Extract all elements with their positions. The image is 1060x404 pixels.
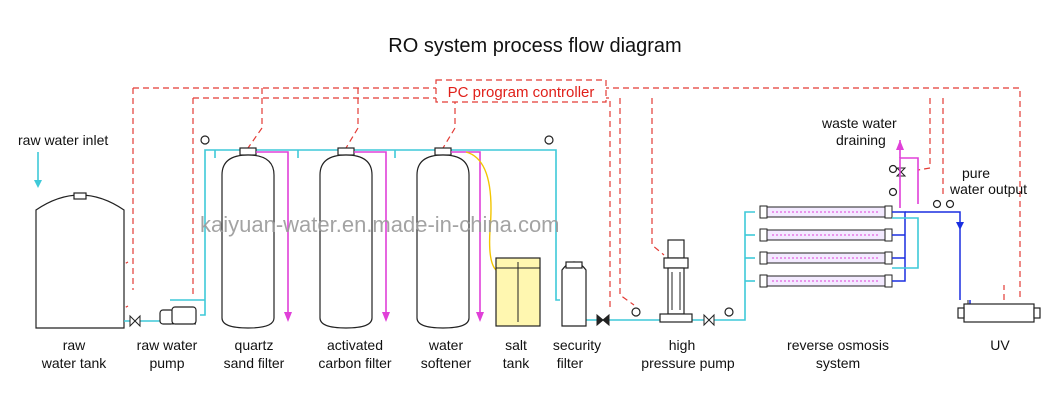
quartz-label-2: sand filter (224, 355, 285, 371)
gauge-icon (888, 187, 898, 197)
raw-water-pump (159, 306, 197, 325)
raw-pump-label-2: pump (149, 355, 184, 371)
pure-water-label-1: pure (962, 165, 990, 181)
security-filter (561, 261, 587, 327)
component-labels: raw water tank raw water pump quartz san… (41, 337, 1011, 371)
salt-label-2: tank (503, 355, 530, 371)
raw-water-inlet-label: raw water inlet (18, 132, 108, 148)
security-label-1: security (553, 337, 601, 353)
pc-program-controller: PC program controller (435, 79, 607, 103)
hp-pump-label-1: high (669, 337, 695, 353)
valves (129, 167, 907, 328)
diagram-title: RO system process flow diagram (388, 35, 681, 57)
raw-tank-label-2: water tank (41, 355, 108, 371)
raw-tank-label-1: raw (63, 337, 86, 353)
uv-sterilizer (957, 300, 1041, 323)
valve-icon (596, 313, 610, 327)
quartz-sand-filter (221, 147, 292, 329)
pure-water-label-2: water output (949, 181, 1027, 197)
control-lines (116, 87, 1021, 313)
raw-water-inlet: raw water inlet (18, 132, 108, 188)
valve-icon (129, 314, 141, 328)
gauge-icon (932, 199, 942, 209)
water-softener (416, 147, 497, 329)
pure-water-output: pure water output (949, 165, 1027, 197)
uv-label: UV (990, 337, 1010, 353)
quartz-label-1: quartz (235, 337, 274, 353)
controller-label: PC program controller (448, 84, 595, 101)
salt-label-1: salt (505, 337, 527, 353)
pressure-gauges (200, 135, 955, 317)
gauge-icon (888, 164, 898, 174)
gauge-icon (724, 307, 734, 317)
watermark: kaiyuan-water.en.made-in-china.com (200, 212, 560, 237)
ro-label-1: reverse osmosis (787, 337, 889, 353)
valve-icon (703, 313, 715, 327)
raw-pump-label-1: raw water (137, 337, 198, 353)
carbon-label-2: carbon filter (318, 355, 391, 371)
security-label-2: filter (557, 355, 584, 371)
high-pressure-pump (659, 239, 693, 323)
salt-tank (495, 257, 541, 327)
gauge-icon (631, 307, 641, 317)
activated-carbon-filter (319, 147, 390, 329)
softener-label-2: softener (421, 355, 472, 371)
waste-water-draining: waste water draining (821, 115, 919, 208)
carbon-label-1: activated (327, 337, 383, 353)
softener-label-1: water (428, 337, 464, 353)
hp-pump-label-2: pressure pump (641, 355, 735, 371)
valve-icon (895, 167, 907, 177)
gauge-icon (544, 135, 554, 145)
waste-water-label-1: waste water (821, 115, 897, 131)
raw-water-pipes (124, 149, 755, 322)
reverse-osmosis-system (759, 205, 964, 300)
waste-water-label-2: draining (836, 132, 886, 148)
gauge-icon (945, 199, 955, 209)
ro-label-2: system (816, 355, 860, 371)
raw-water-tank (35, 192, 125, 329)
gauge-icon (200, 135, 210, 145)
